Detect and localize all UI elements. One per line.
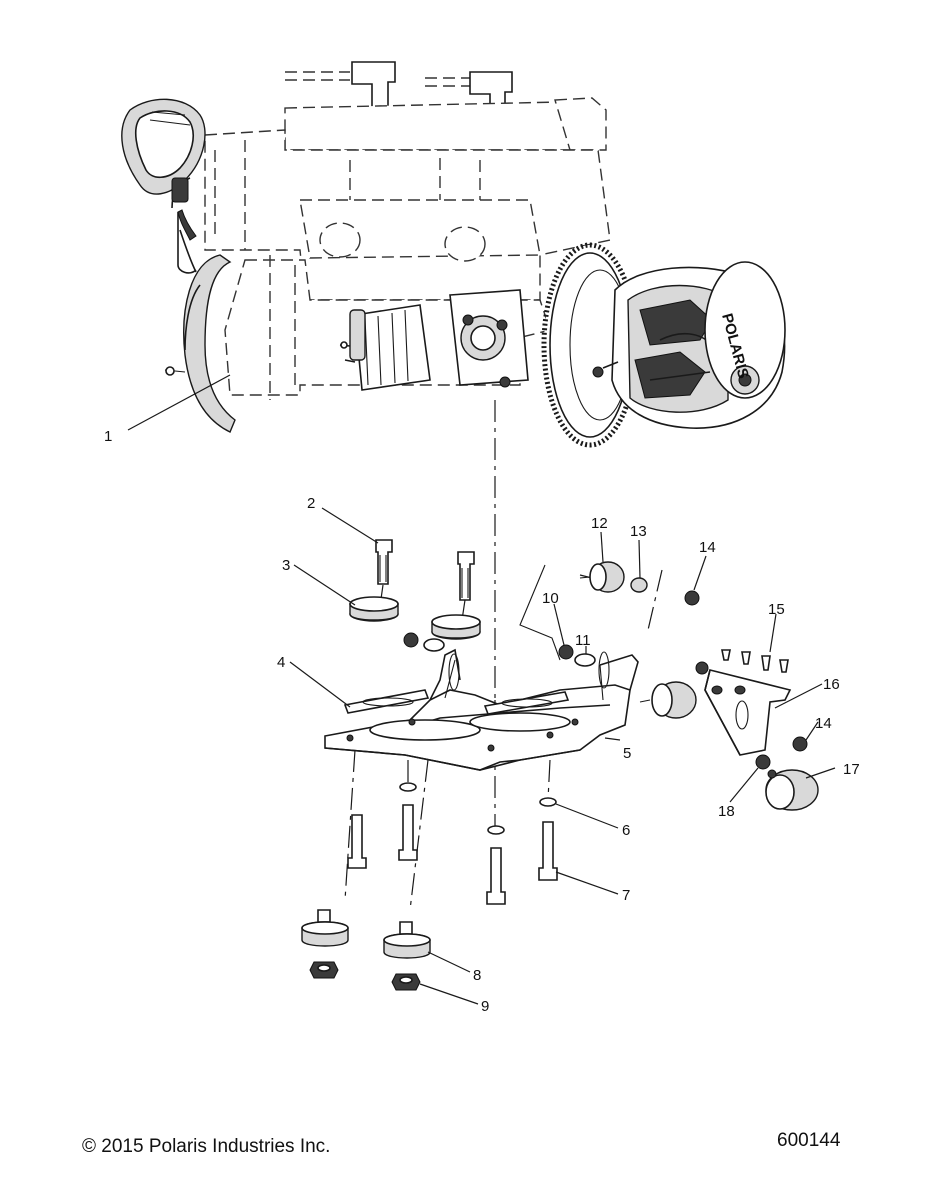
bumper-17: [765, 769, 819, 811]
motor-plate-5: [324, 648, 639, 771]
callout-2: 2: [307, 495, 315, 512]
callout-7: 7: [622, 887, 630, 904]
bolt-2: [375, 539, 393, 585]
nuts-9: [309, 961, 421, 991]
magneto-cover: [164, 254, 236, 433]
callout-5: 5: [623, 745, 631, 762]
callout-labels: 1 2 3 4 5 6 7 8 9 10 11 12 13 14 14 15 1…: [104, 428, 860, 1015]
callout-18: 18: [718, 803, 735, 820]
callout-8: 8: [473, 967, 481, 984]
callout-11: 11: [575, 632, 591, 649]
callout-4: 4: [277, 654, 285, 671]
spacer-3: [349, 596, 399, 622]
bolt-2b: [457, 551, 475, 601]
copyright-text: © 2015 Polaris Industries Inc.: [82, 1136, 331, 1157]
primary-clutch: POLARIS: [592, 261, 786, 429]
leader-lines: [127, 374, 836, 1005]
rubber-mount-plate: [639, 681, 697, 719]
callout-16: 16: [823, 676, 840, 693]
starter-handle: [121, 98, 206, 274]
strap-4b: [483, 691, 570, 715]
callout-6: 6: [622, 822, 630, 839]
isolator-8: [301, 909, 431, 959]
bracket-16: [695, 661, 792, 756]
callout-14b: 14: [815, 715, 832, 732]
bolts-7: [347, 804, 558, 905]
screws-15: [721, 649, 789, 673]
drawing-number: 600144: [777, 1130, 841, 1151]
rubber-mount-12: [579, 561, 625, 593]
spacer-3b: [431, 614, 481, 640]
callout-17: 17: [843, 761, 860, 778]
callout-9: 9: [481, 998, 489, 1015]
callout-10: 10: [542, 590, 559, 607]
starter-motor: [339, 289, 529, 391]
callout-14a: 14: [699, 539, 716, 556]
strap-4: [343, 689, 430, 714]
callout-1: 1: [104, 428, 112, 445]
callout-12: 12: [591, 515, 608, 532]
callout-3: 3: [282, 557, 290, 574]
callout-13: 13: [630, 523, 647, 540]
callout-15: 15: [768, 601, 785, 618]
